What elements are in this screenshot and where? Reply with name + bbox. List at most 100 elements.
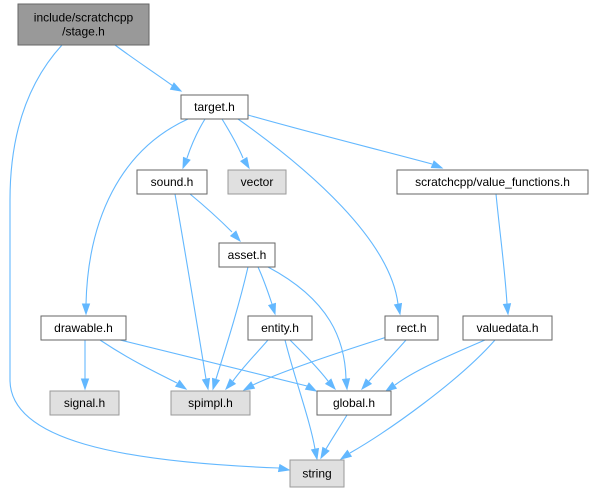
edge-line xyxy=(368,339,407,382)
node-sound[interactable]: sound.h xyxy=(136,169,208,195)
edge-arrowhead xyxy=(393,302,403,316)
node-spimpl: spimpl.h xyxy=(170,390,251,416)
node-box xyxy=(170,390,251,416)
node-label: drawable.h xyxy=(54,321,113,335)
edge-entity-to-string xyxy=(284,339,320,461)
node-global[interactable]: global.h xyxy=(316,390,392,416)
edge-valuedata-to-global xyxy=(384,339,486,392)
edge-arrowhead xyxy=(310,447,320,461)
node-box xyxy=(247,315,313,341)
node-box xyxy=(180,94,249,120)
node-string: string xyxy=(289,459,345,488)
edge-line xyxy=(267,266,347,380)
edge-asset-to-spimpl xyxy=(211,266,249,391)
node-box xyxy=(17,3,150,46)
edge-arrowhead xyxy=(324,378,336,391)
node-label: scratchcpp/value_functions.h xyxy=(415,175,570,189)
edge-sound-to-spimpl xyxy=(174,193,211,391)
edge-arrowhead xyxy=(267,302,277,316)
edge-line xyxy=(114,44,174,87)
edge-arrowhead xyxy=(341,378,351,391)
node-stage: include/scratchcpp/stage.h xyxy=(17,3,150,46)
edge-arrowhead xyxy=(211,377,221,391)
node-valuedata[interactable]: valuedata.h xyxy=(462,315,553,341)
edge-arrowhead xyxy=(277,463,291,473)
edge-rect-to-global xyxy=(361,339,407,391)
node-box xyxy=(136,169,208,195)
edge-arrowhead xyxy=(201,377,211,391)
edge-line xyxy=(186,118,206,159)
edge-line xyxy=(215,266,249,380)
node-label: target.h xyxy=(194,100,235,114)
edge-sound-to-asset xyxy=(189,193,242,243)
node-box xyxy=(396,169,589,195)
node-asset[interactable]: asset.h xyxy=(218,242,276,268)
edge-arrowhead xyxy=(339,449,353,460)
edge-line xyxy=(257,266,273,305)
edge-arrowhead xyxy=(239,156,250,170)
edge-line xyxy=(99,339,178,384)
node-label: asset.h xyxy=(228,248,267,262)
edge-line xyxy=(284,339,316,450)
edge-line xyxy=(252,335,391,386)
edge-arrowhead xyxy=(361,378,373,391)
edge-arrowhead xyxy=(229,230,242,243)
edge-stage-to-target xyxy=(114,44,183,92)
node-target[interactable]: target.h xyxy=(180,94,249,120)
edge-line xyxy=(237,118,399,305)
edge-arrowhead xyxy=(242,381,256,391)
node-box xyxy=(218,242,276,268)
edge-target-to-sound xyxy=(182,118,206,170)
node-box xyxy=(289,459,345,488)
edge-entity-to-spimpl xyxy=(225,339,269,391)
edge-arrowhead xyxy=(174,379,188,390)
node-label: string xyxy=(302,467,331,481)
node-entity[interactable]: entity.h xyxy=(247,315,313,341)
edge-stage-to-string xyxy=(9,44,291,473)
node-box xyxy=(384,315,439,341)
edge-asset-to-global xyxy=(267,266,351,391)
edge-arrowhead xyxy=(182,156,191,170)
edge-line xyxy=(189,193,233,233)
edge-arrowhead xyxy=(502,303,512,316)
node-label: sound.h xyxy=(151,175,194,189)
edge-drawable-to-spimpl xyxy=(99,339,188,390)
edge-line xyxy=(221,118,244,159)
edge-line xyxy=(119,339,308,387)
node-label: valuedata.h xyxy=(476,321,538,335)
edge-arrowhead xyxy=(384,381,398,392)
edge-target-to-drawable xyxy=(81,118,189,316)
node-value-functions[interactable]: scratchcpp/value_functions.h xyxy=(396,169,589,195)
node-box xyxy=(49,390,120,416)
edge-target-to-vector xyxy=(221,118,250,170)
edge-arrowhead xyxy=(81,303,91,316)
edge-arrowhead xyxy=(225,378,237,391)
node-drawable[interactable]: drawable.h xyxy=(40,315,127,341)
edge-line xyxy=(325,414,348,450)
edge-valuedata-to-string xyxy=(339,339,496,460)
edge-arrowhead xyxy=(80,378,90,391)
node-label: vector xyxy=(241,175,274,189)
edge-line xyxy=(85,118,189,305)
node-box xyxy=(316,390,392,416)
edge-arrowhead xyxy=(304,382,318,392)
edge-arrowhead xyxy=(169,82,183,92)
node-rect[interactable]: rect.h xyxy=(384,315,439,341)
edge-line xyxy=(349,339,496,454)
edge-target-to-value_functions xyxy=(247,114,444,169)
node-label: rect.h xyxy=(396,321,426,335)
node-signal: signal.h xyxy=(49,390,120,416)
node-label: entity.h xyxy=(261,321,299,335)
edge-line xyxy=(247,114,433,165)
node-box xyxy=(227,169,287,195)
node-vector: vector xyxy=(227,169,287,195)
edge-drawable-to-global xyxy=(119,339,318,392)
edge-line xyxy=(394,339,486,386)
edge-global-to-string xyxy=(320,414,348,460)
edge-asset-to-entity xyxy=(257,266,277,316)
edge-entity-to-global xyxy=(289,339,336,391)
edge-arrowhead xyxy=(430,160,444,169)
edge-line xyxy=(232,339,269,382)
edge-rect-to-spimpl xyxy=(242,335,391,391)
edge-line xyxy=(289,339,329,382)
